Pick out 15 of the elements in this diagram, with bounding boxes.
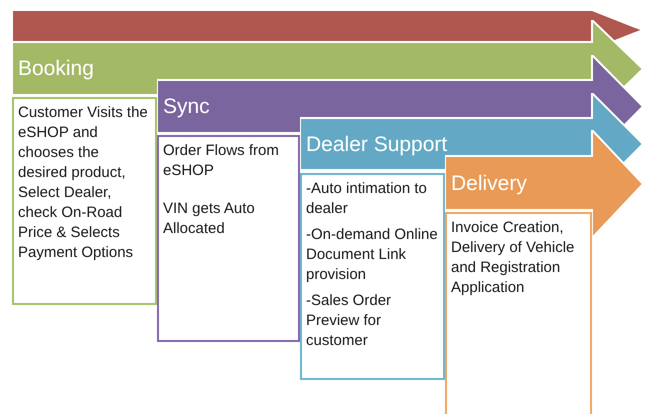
description-text: -Auto intimation to dealer — [306, 179, 428, 219]
description-text: Customer Visits the eSHOP and chooses the desired product, Select Dealer, check On-Road Price & Selects Payment Options — [18, 103, 149, 263]
description-box — [157, 135, 300, 342]
description-box — [445, 212, 592, 414]
description-text: -On-demand Online Document Link provision — [306, 225, 439, 285]
description-text: VIN gets Auto Allocated — [163, 199, 256, 239]
stage-title: Dealer Support — [306, 134, 448, 154]
description-text: Order Flows from eSHOP — [163, 141, 280, 181]
stage-title: Booking — [18, 58, 94, 79]
description-text: Invoice Creation, Delivery of Vehicle and Registration Application — [451, 218, 576, 298]
description-box — [12, 97, 157, 305]
description-box — [300, 173, 445, 380]
description-text: -Sales Order Preview for customer — [306, 291, 392, 351]
stage-title: Delivery — [451, 172, 527, 194]
stage-title: Sync — [163, 96, 210, 117]
